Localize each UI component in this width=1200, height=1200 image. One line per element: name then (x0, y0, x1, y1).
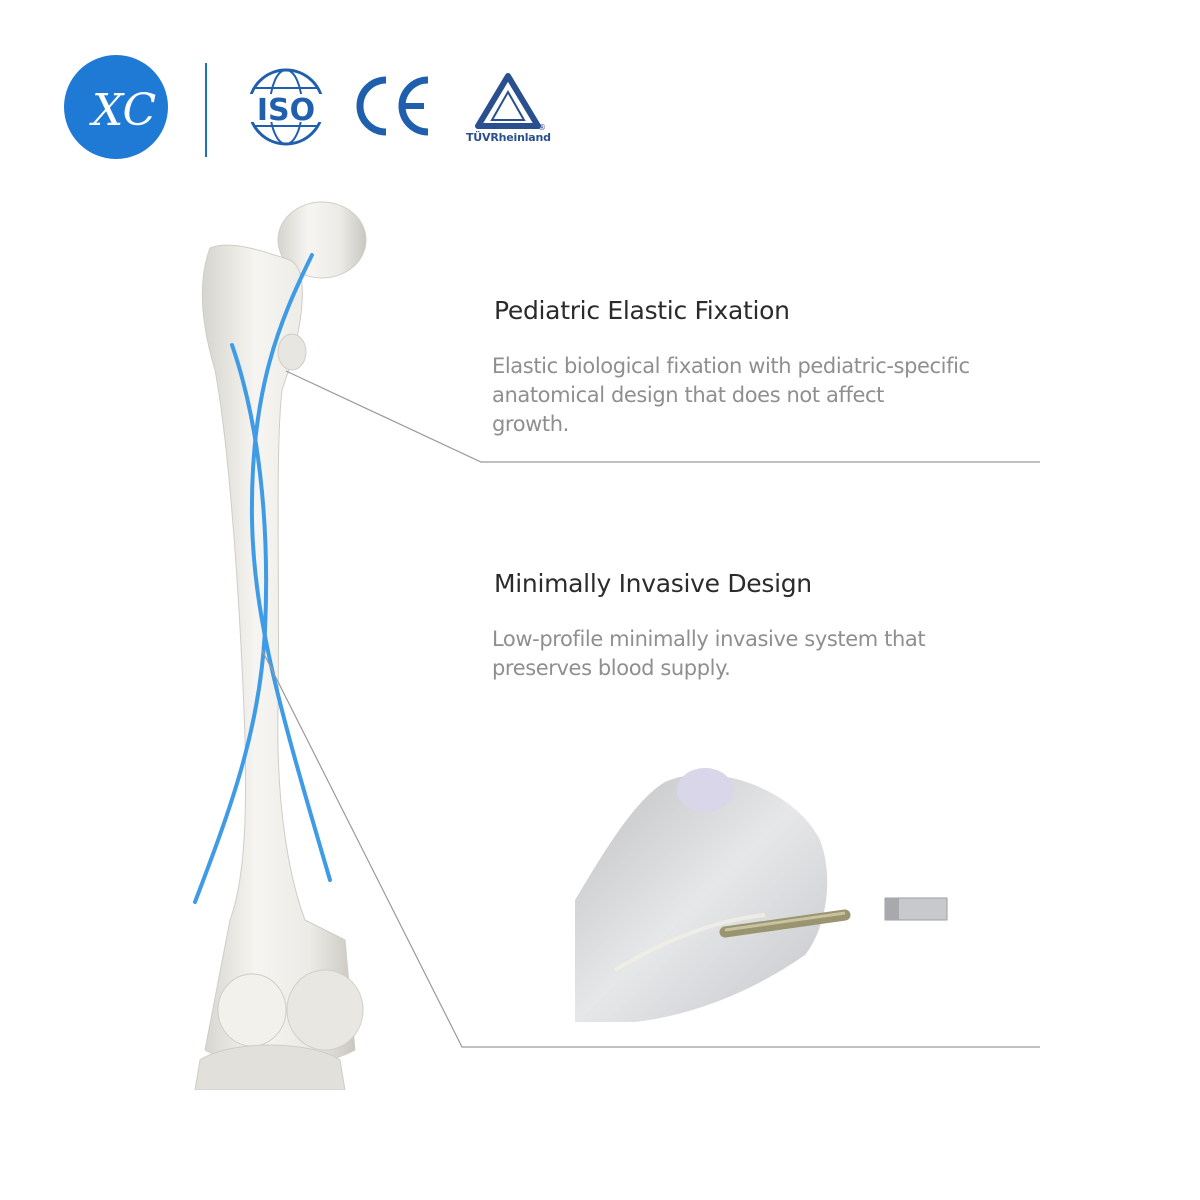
registered-mark-icon: ® (538, 123, 546, 132)
header-divider (205, 63, 207, 157)
xc-brand-logo: XC (64, 55, 168, 159)
tuv-label: TÜVRheinland (466, 131, 551, 144)
certification-bar: XC ISO TÜVRheinland ® (0, 0, 1200, 180)
feature-line: growth. (492, 412, 569, 436)
tuv-triangle-logo (475, 73, 541, 129)
bone-end-closeup-illustration (575, 768, 948, 1022)
iso-globe-logo: ISO (238, 68, 334, 146)
femur-bone-illustration (193, 201, 367, 1090)
brand-logo-x: XC (89, 85, 156, 136)
feature-title-minimally-invasive: Minimally Invasive Design (494, 569, 812, 598)
ce-mark-logo (356, 76, 429, 136)
feature-line: anatomical design that does not affect (492, 383, 884, 407)
feature-description-elastic-fixation: Elastic biological fixation with pediatr… (492, 352, 1052, 439)
feature-line: Elastic biological fixation with pediatr… (492, 354, 970, 378)
iso-label: ISO (257, 93, 315, 128)
feature-line: Low-profile minimally invasive system th… (492, 627, 926, 651)
feature-line: preserves blood supply. (492, 656, 731, 680)
feature-title-elastic-fixation: Pediatric Elastic Fixation (494, 296, 790, 325)
feature-description-minimally-invasive: Low-profile minimally invasive system th… (492, 625, 1012, 683)
